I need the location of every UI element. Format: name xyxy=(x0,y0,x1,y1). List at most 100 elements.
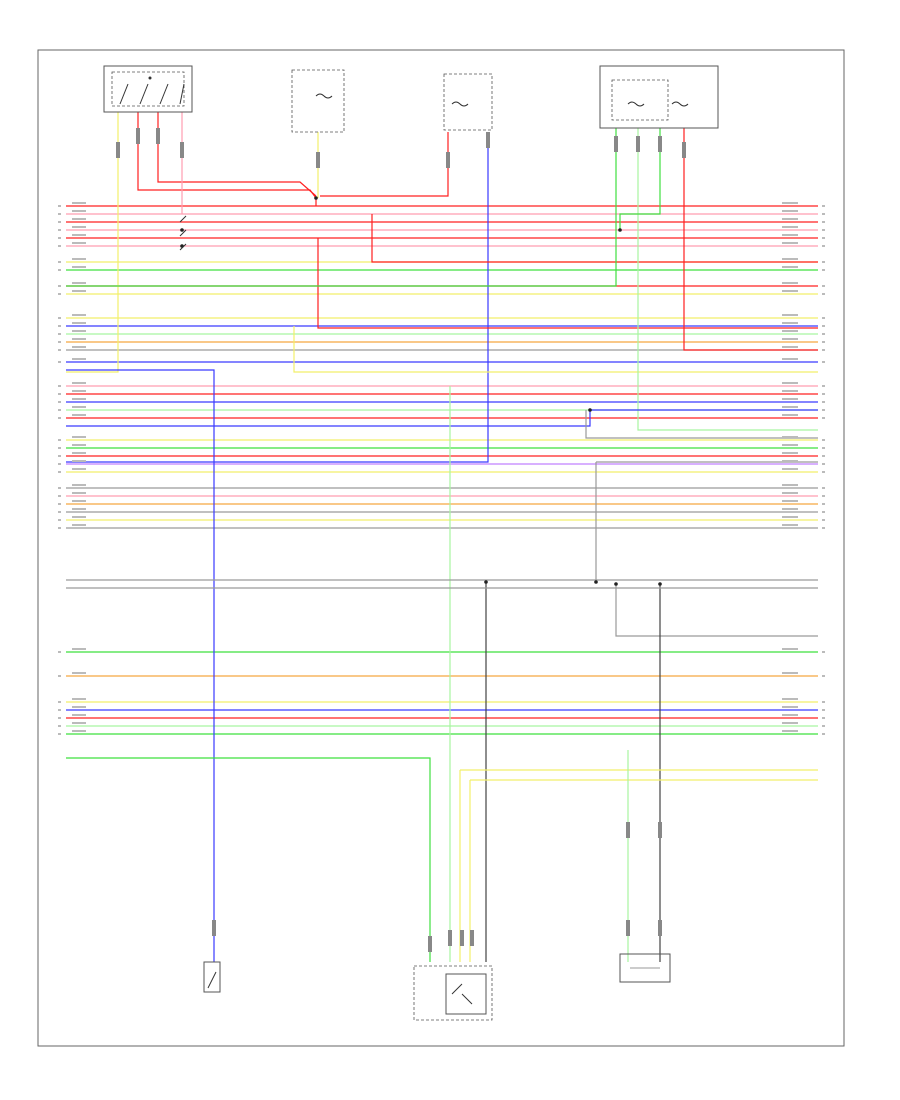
pin-number-right xyxy=(822,317,825,319)
pin-number-right xyxy=(822,237,825,239)
pin-number-right xyxy=(822,495,825,497)
pin-number-left xyxy=(58,733,61,735)
pin-number-left xyxy=(58,325,61,327)
wire-tag-left xyxy=(72,218,86,220)
wire-tag-left xyxy=(72,390,86,392)
wire-run-15 xyxy=(683,128,818,351)
pin-number-right xyxy=(822,725,825,727)
wire-tag-left xyxy=(72,722,86,724)
pin-number-left xyxy=(58,701,61,703)
wire-tag-left xyxy=(72,492,86,494)
pin-number-right xyxy=(822,519,825,521)
pin-number-left xyxy=(58,519,61,521)
pin-number-right xyxy=(822,439,825,441)
pin-number-right xyxy=(822,285,825,287)
wire-tag-right xyxy=(782,330,798,332)
pin-number-right xyxy=(822,455,825,457)
wire-tag-right xyxy=(782,444,798,446)
wire-tag-left xyxy=(72,290,86,292)
pin-number-right xyxy=(822,349,825,351)
wire-tag-right xyxy=(782,516,798,518)
pin-number-right xyxy=(822,511,825,513)
wire-run-14 xyxy=(619,128,661,230)
connector-block xyxy=(636,136,640,152)
wire-tag-right xyxy=(782,706,798,708)
pin-number-left xyxy=(58,511,61,513)
wire-tag-right xyxy=(782,234,798,236)
wire-tag-right xyxy=(782,226,798,228)
pin-number-left xyxy=(58,503,61,505)
pin-number-left xyxy=(58,675,61,677)
pin-number-right xyxy=(822,361,825,363)
connector-block xyxy=(460,930,464,946)
pin-number-right xyxy=(822,447,825,449)
connector-block xyxy=(212,920,216,936)
harness-bus-lines xyxy=(66,205,818,735)
splice-dot xyxy=(658,582,662,586)
wire-tag-right xyxy=(782,398,798,400)
wire-run-12 xyxy=(66,128,617,287)
pin-number-left xyxy=(58,205,61,207)
connector-block xyxy=(626,822,630,838)
pin-number-right xyxy=(822,675,825,677)
pin-number-right xyxy=(822,527,825,529)
splice-dot xyxy=(588,408,592,412)
wire-run-9 xyxy=(371,214,818,263)
wire-tag-right xyxy=(782,460,798,462)
pin-number-left xyxy=(58,385,61,387)
pin-number-left xyxy=(58,237,61,239)
wire-tag-right xyxy=(782,346,798,348)
fuse-relay-box xyxy=(599,65,719,129)
splice-dot xyxy=(484,580,488,584)
pin-number-left xyxy=(58,417,61,419)
wire-tag-right xyxy=(782,406,798,408)
pin-number-right xyxy=(822,409,825,411)
pin-number-left xyxy=(58,361,61,363)
pin-number-left xyxy=(58,487,61,489)
pin-number-left xyxy=(58,651,61,653)
control-unit-bottom xyxy=(413,965,493,1021)
wire-tag-left xyxy=(72,338,86,340)
wire-tag-right xyxy=(782,414,798,416)
wire-tag-left xyxy=(72,282,86,284)
pin-number-left xyxy=(58,213,61,215)
pin-number-left xyxy=(58,349,61,351)
wire-run-6 xyxy=(320,132,449,197)
wire-tag-left xyxy=(72,314,86,316)
module-bottom-right xyxy=(619,953,671,983)
pin-number-left xyxy=(58,495,61,497)
wire-tag-left xyxy=(72,698,86,700)
wire-tag-right xyxy=(782,484,798,486)
wire-tag-left xyxy=(72,508,86,510)
wire-run-24 xyxy=(66,757,431,962)
wire-tag-left xyxy=(72,730,86,732)
wire-tag-left xyxy=(72,202,86,204)
wire-tag-left xyxy=(72,242,86,244)
wire-tag-left xyxy=(72,460,86,462)
wire-run-3 xyxy=(157,112,317,197)
pin-number-right xyxy=(822,293,825,295)
wire-tag-right xyxy=(782,266,798,268)
pin-number-right xyxy=(822,393,825,395)
wire-tag-right xyxy=(782,452,798,454)
splice-dot xyxy=(618,228,622,232)
wire-tag-left xyxy=(72,706,86,708)
pin-number-right xyxy=(822,333,825,335)
connector-block xyxy=(626,920,630,936)
connector-block xyxy=(428,936,432,952)
pin-number-left xyxy=(58,401,61,403)
wire-tag-left xyxy=(72,444,86,446)
pin-number-left xyxy=(58,333,61,335)
connector-block xyxy=(614,136,618,152)
ignition-switch xyxy=(103,65,193,113)
pin-number-left xyxy=(58,471,61,473)
wire-tag-left xyxy=(72,382,86,384)
wire-tag-left xyxy=(72,358,86,360)
connector-block xyxy=(316,152,320,168)
wire-tag-right xyxy=(782,282,798,284)
connector-block xyxy=(180,142,184,158)
wire-tag-left xyxy=(72,226,86,228)
wire-tag-right xyxy=(782,358,798,360)
wire-tag-right xyxy=(782,524,798,526)
